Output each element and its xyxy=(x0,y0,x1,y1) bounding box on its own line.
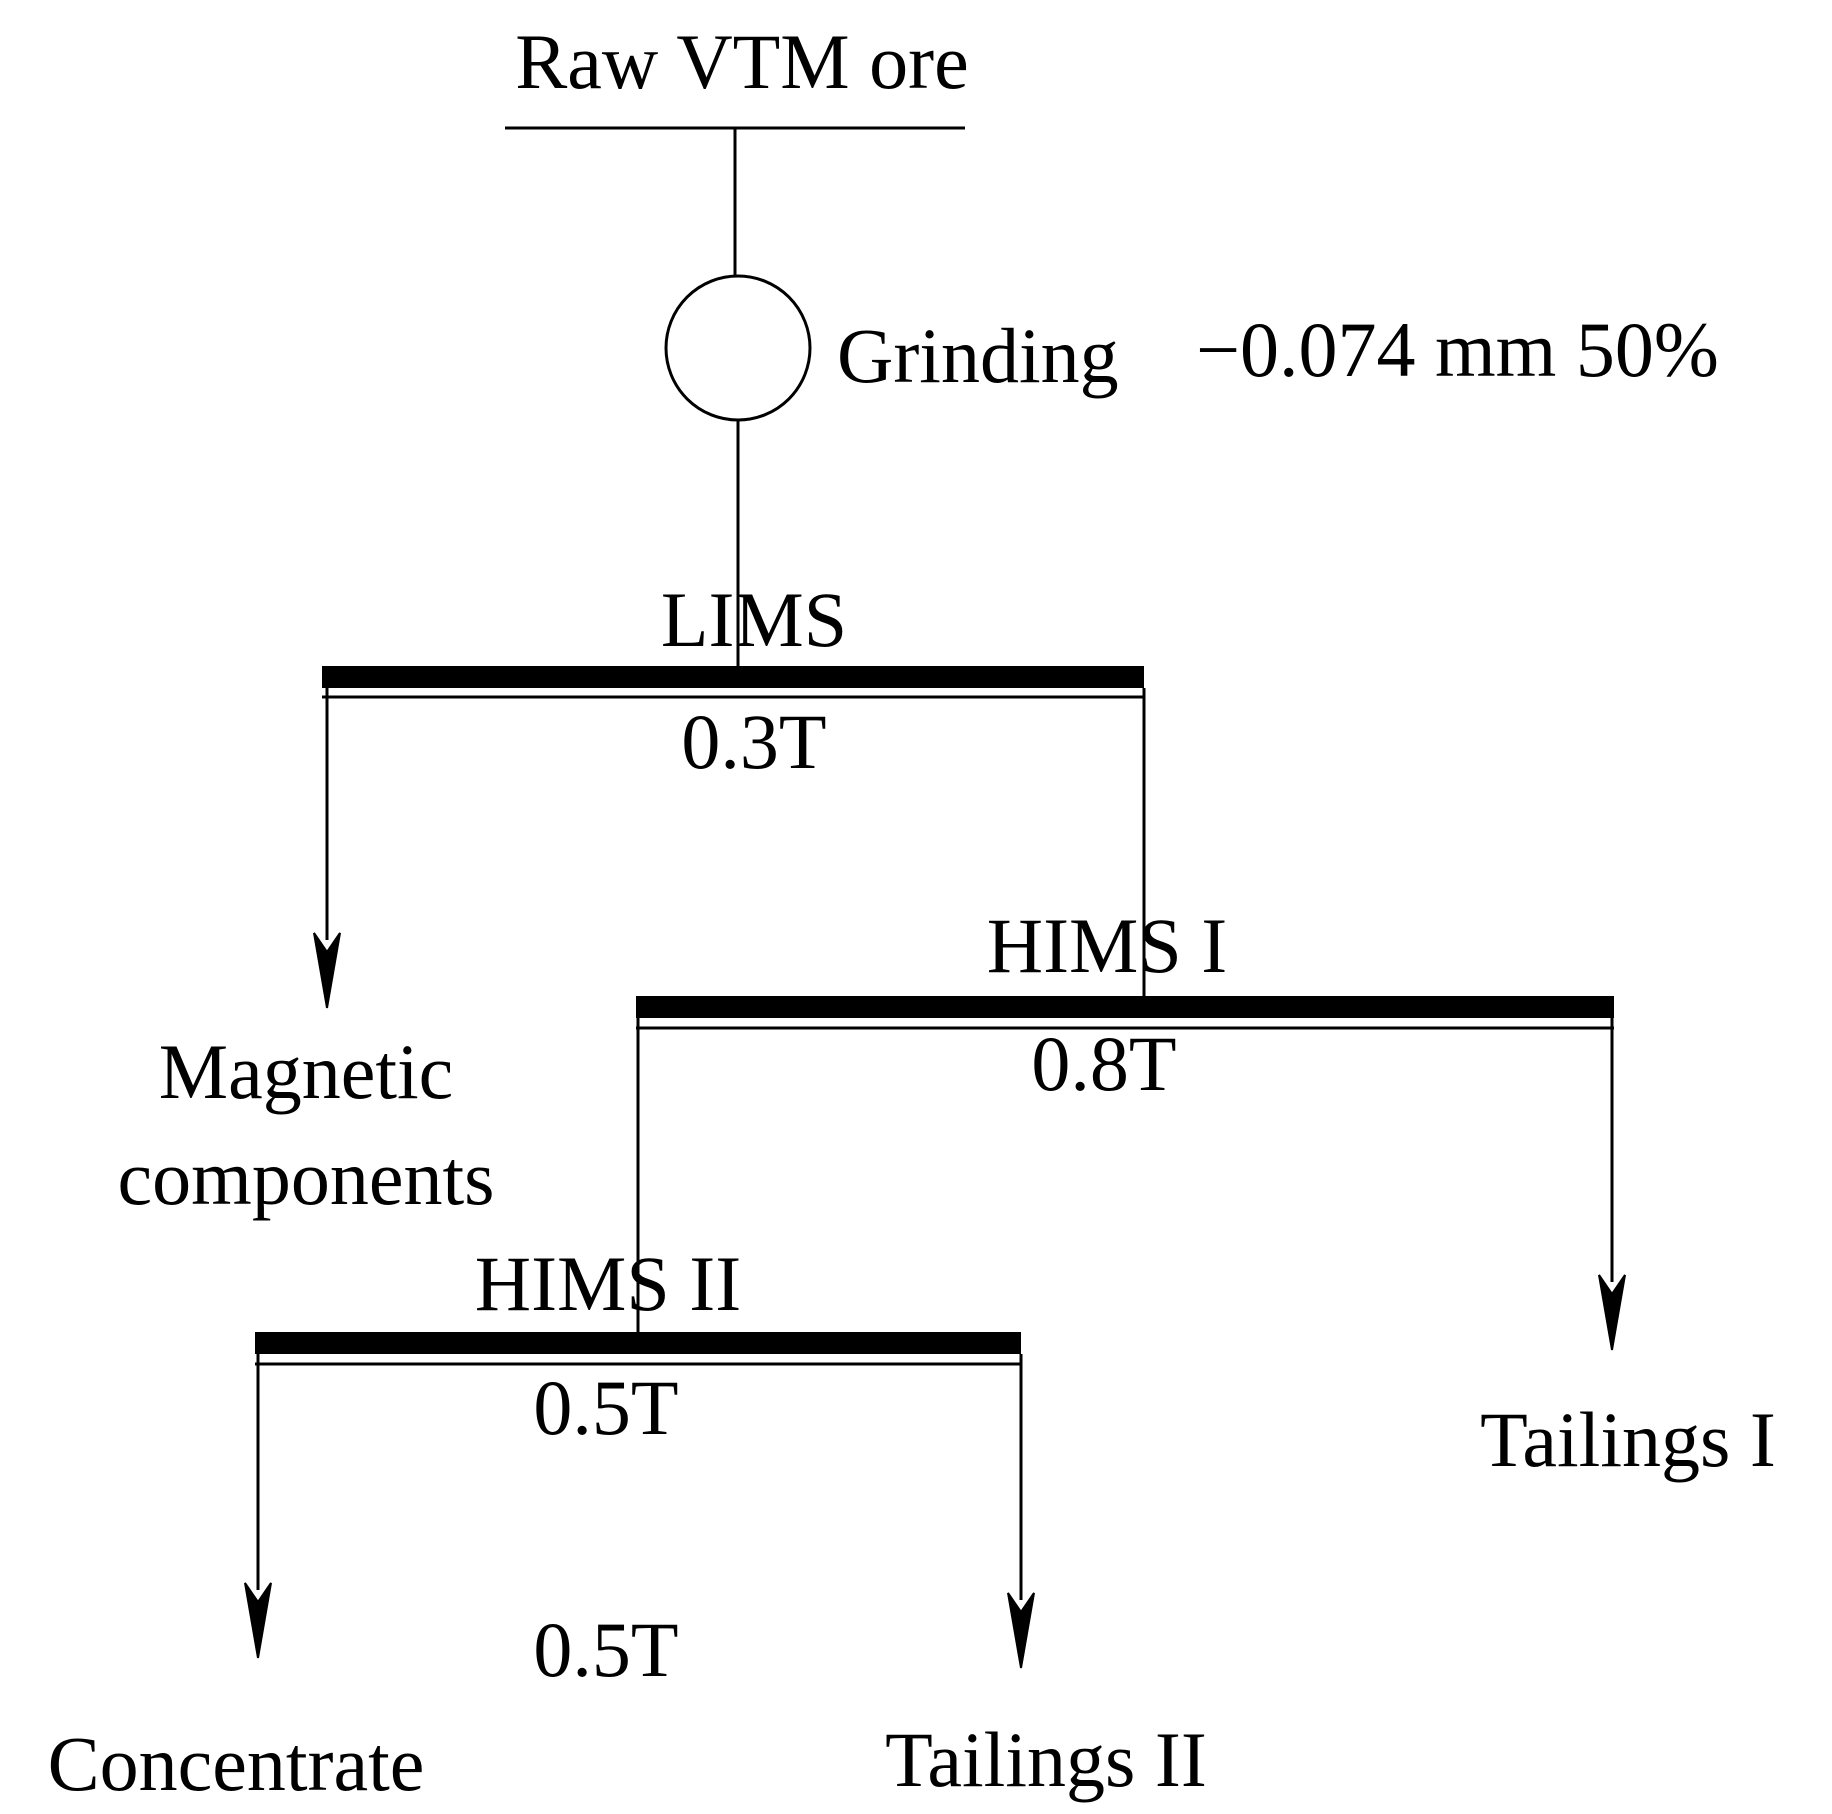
lims-label: LIMS xyxy=(661,576,847,663)
hims2-label: HIMS II xyxy=(475,1240,742,1327)
magnetic-arrowhead xyxy=(313,932,341,1009)
lims-field-label: 0.3T xyxy=(681,698,826,785)
hims1-field-label: 0.8T xyxy=(1031,1020,1176,1107)
grinding-label: Grinding xyxy=(837,312,1119,399)
hims2-separator-bar xyxy=(255,1332,1021,1354)
tailings2-arrowhead xyxy=(1007,1592,1035,1669)
hims2-field-label: 0.5T xyxy=(533,1364,678,1451)
grinding-mill-icon xyxy=(664,274,812,422)
raw-ore-label: Raw VTM ore xyxy=(515,18,969,105)
hims1-separator-bar xyxy=(636,996,1614,1018)
tailings2-label: Tailings II xyxy=(885,1716,1207,1803)
grinding-spec-label: −0.074 mm 50% xyxy=(1196,306,1719,393)
hims1-label: HIMS I xyxy=(987,902,1228,989)
magnetic-label-line1: Magnetic xyxy=(159,1028,454,1115)
tailings1-label: Tailings I xyxy=(1480,1396,1776,1483)
hims2-extra-field-label: 0.5T xyxy=(533,1606,678,1693)
concentrate-label: Concentrate xyxy=(48,1720,425,1807)
magnetic-label-line2: components xyxy=(118,1134,495,1221)
tailings1-arrowhead xyxy=(1598,1274,1626,1351)
concentrate-arrowhead xyxy=(244,1582,272,1659)
lims-separator-bar xyxy=(322,666,1144,688)
